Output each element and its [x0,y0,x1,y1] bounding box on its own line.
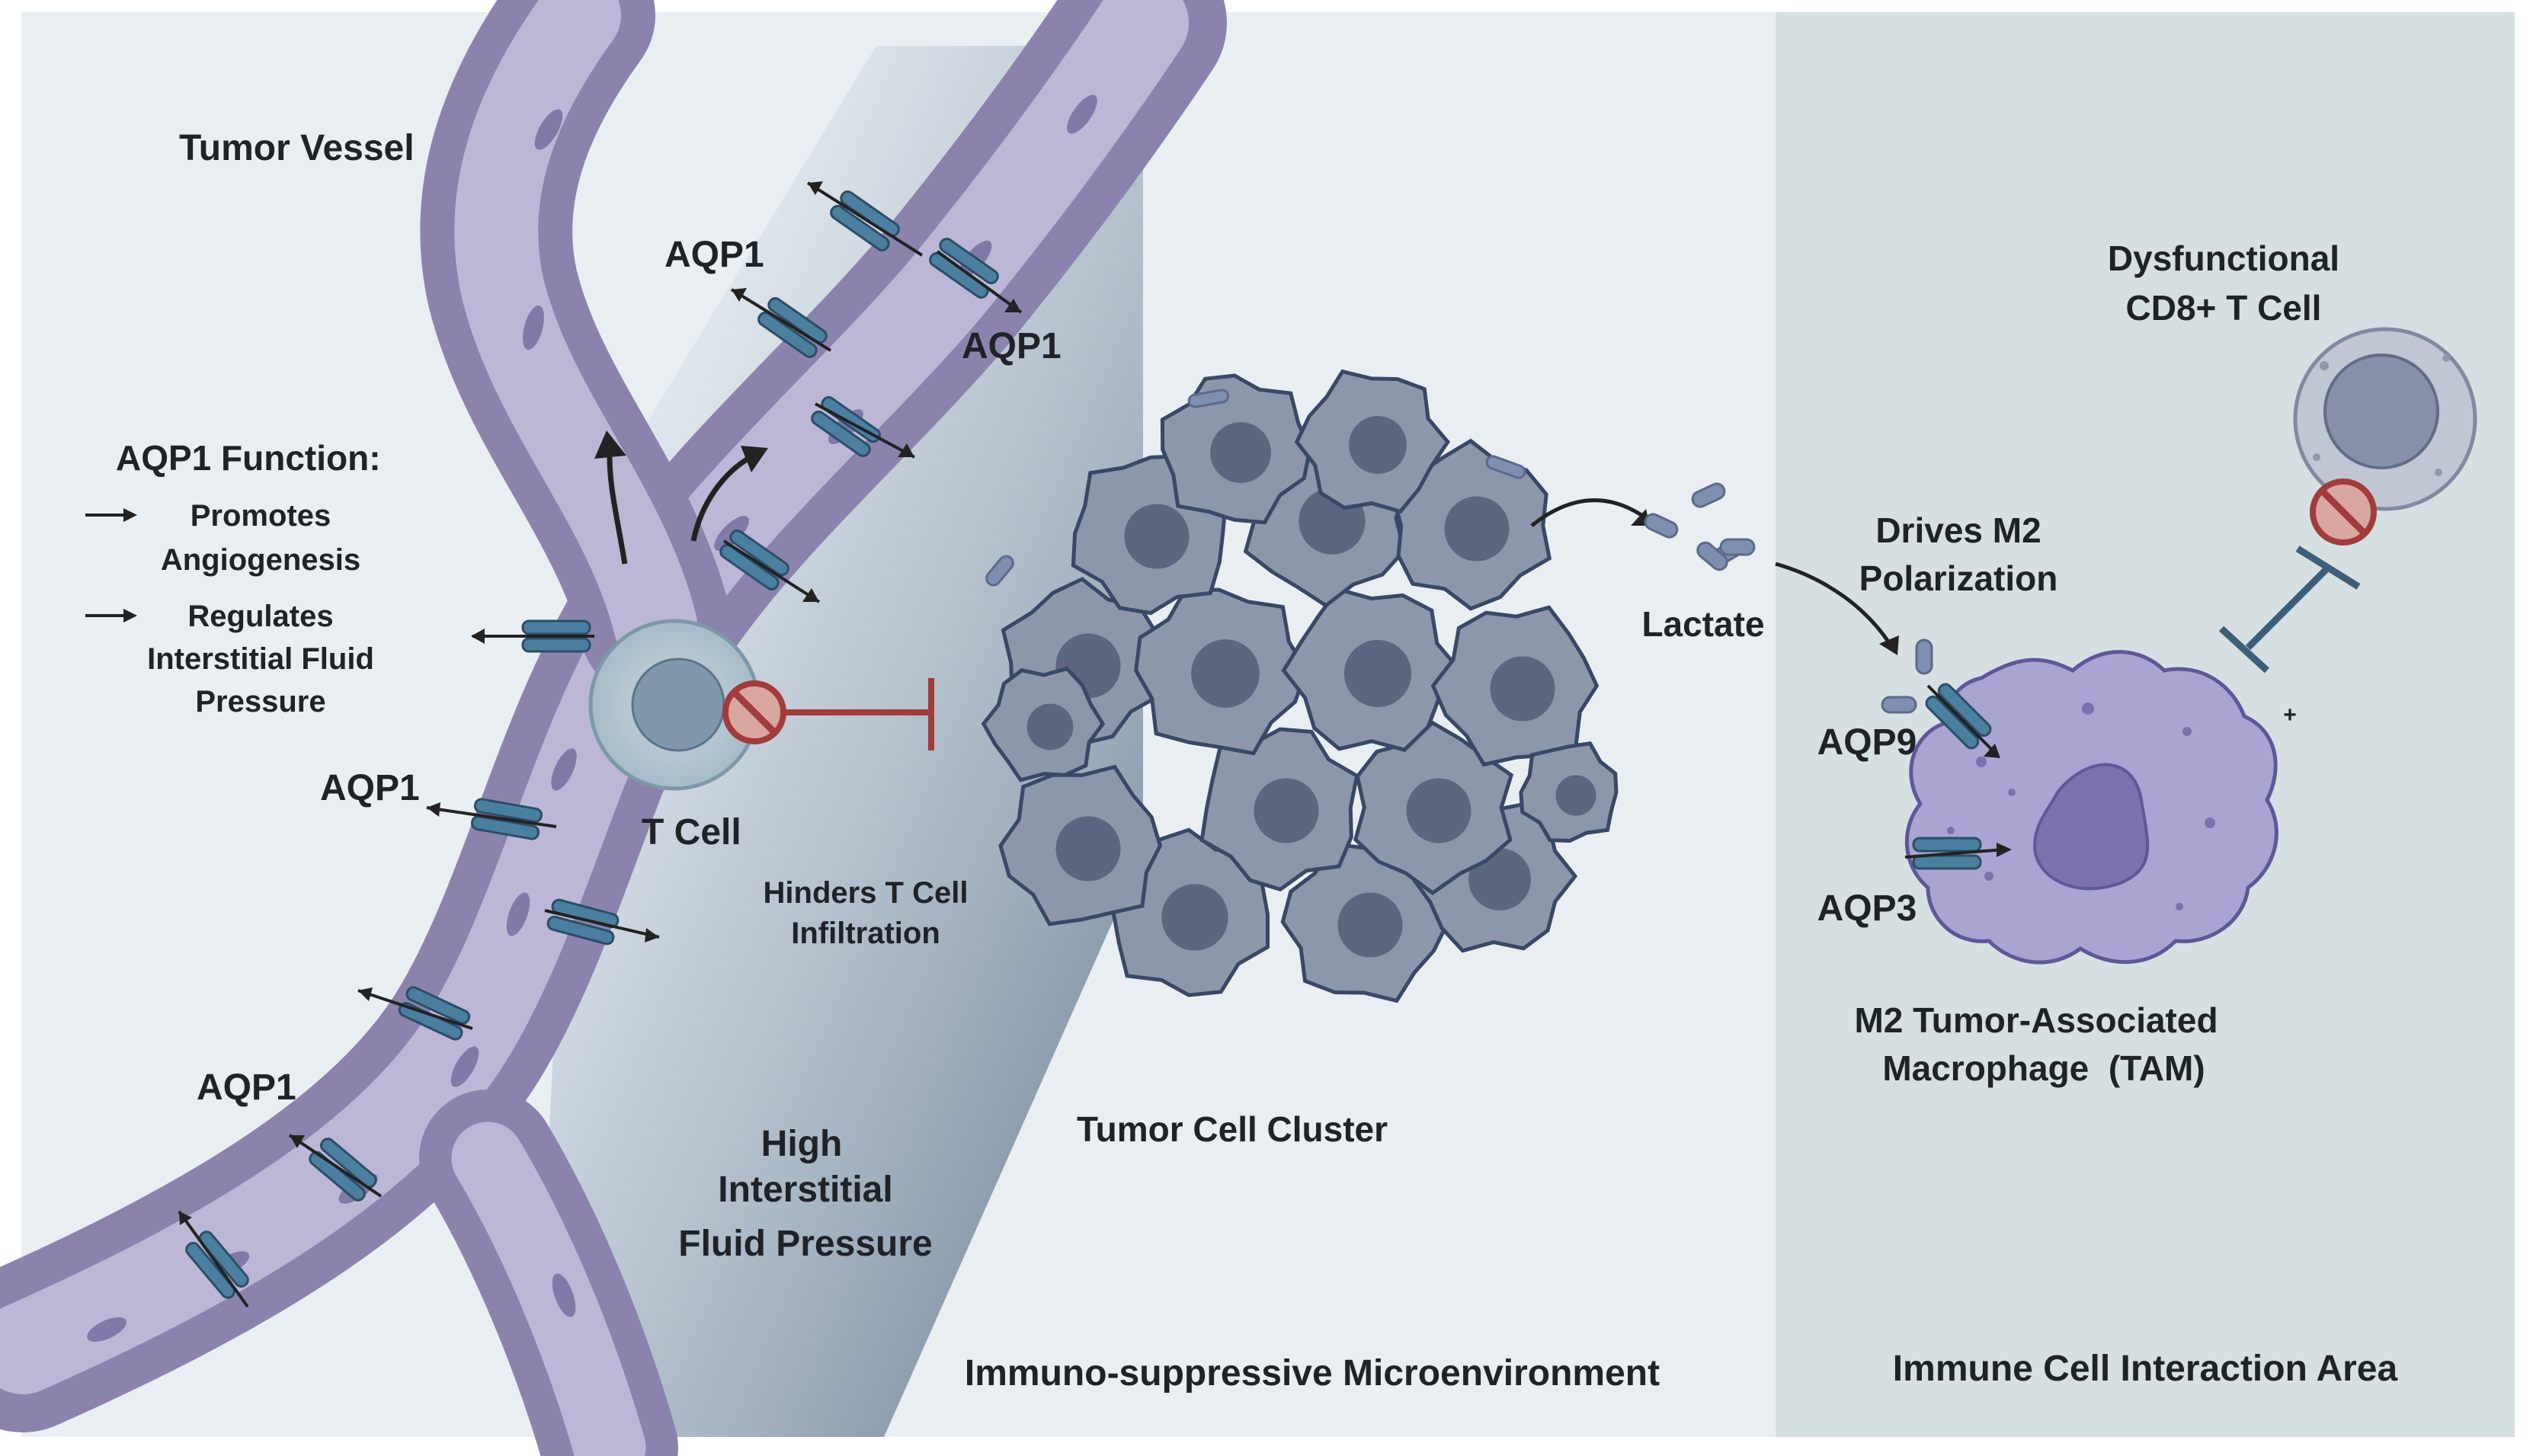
tumor-cell-nucleus [1490,656,1555,722]
tam-inhibition-bar-bottom [2218,626,2270,674]
tam-label-2: Macrophage (TAM) [1882,1048,2205,1088]
cd8-t-cell [2293,327,2477,511]
m2-macrophage [1904,650,2278,965]
tumor-cell-nucleus [1349,416,1407,474]
tam-inhibition-line [2245,565,2331,651]
t-cell-label: T Cell [642,812,741,853]
aqp3-label: AQP3 [1817,888,1917,929]
high-ifp-label-2: Interstitial [718,1170,892,1210]
tumor-cell-nucleus [1124,504,1190,569]
tumor-cell-nucleus [1406,778,1471,843]
drives-label-1: Drives M2 [1875,510,2041,550]
cd8-label-1: Dysfunctional [2108,238,2339,278]
legend-arrowhead [123,609,137,622]
angiogenesis-arrowhead [594,430,626,459]
tumor-cell-nucleus [1254,778,1319,843]
aqp1-function-title: AQP1 Function: [116,438,381,478]
tumor-cluster-label: Tumor Cell Cluster [1077,1109,1388,1149]
tumor-cell-nucleus [1343,639,1412,708]
legend-arrowhead [123,508,137,522]
tumor-cell-nucleus [1337,892,1403,958]
high-ifp-label-1: High [761,1124,843,1164]
hinders-label-2: Infiltration [791,917,940,950]
drives-label-2: Polarization [1859,558,2058,598]
cd8-inhibit-icon [2310,478,2377,546]
tumor-cell-nucleus [1444,496,1510,562]
aqp3-channel [1904,837,2012,870]
angiogenesis-arrowhead [741,446,768,472]
promotes-label-2: Angiogenesis [161,543,360,577]
regulates-label-2: Interstitial Fluid [147,642,374,676]
hinders-label-1: Hinders T Cell [764,876,969,910]
aqp1-label-top: AQP1 [664,235,764,275]
angiogenesis-arrow [607,456,628,565]
interstitial-pressure-zone [549,46,1143,1437]
aqp1-label-right: AQP1 [962,326,1062,366]
tumor-cell-nucleus [1055,816,1121,882]
regulates-label-1: Regulates [187,600,333,633]
lactate-arrow [1530,498,1648,527]
tumor-cell-nucleus [1191,639,1260,708]
aqp1-label-middle: AQP1 [320,768,420,808]
regulates-label-3: Pressure [195,685,325,718]
cd8-label-2: CD8+ T Cell [2126,288,2322,328]
inhibit-icon [722,680,786,744]
polarization-arrowhead [1879,635,1899,655]
lactate-molecules [985,389,1933,714]
aqp1-label-bottom: AQP1 [197,1067,296,1108]
immune-area-label: Immune Cell Interaction Area [1893,1349,2398,1389]
tumor-cell-nucleus [1210,422,1271,483]
tam-inhibition-bar-top [2295,546,2361,590]
angiogenesis-arrow [690,454,752,542]
immuno-env-label: Immuno-suppressive Microenvironment [965,1353,1660,1394]
aqp9-label: AQP9 [1817,722,1917,763]
plus-sign: + [2283,702,2297,728]
promotes-label-1: Promotes [191,499,331,533]
aqp1-channels [178,181,1023,1308]
tumor-cell-nucleus [1161,884,1228,951]
polarization-arrow [1775,562,1892,645]
aqp9-channel [1923,680,2000,758]
tumor-cell-nucleus [1026,703,1074,750]
t-cell [588,619,761,791]
tumor-vessel-label: Tumor Vessel [179,128,415,168]
high-ifp-label-3: Fluid Pressure [678,1224,932,1264]
lactate-label: Lactate [1641,604,1764,644]
tumor-cell-nucleus [1555,775,1596,816]
tam-label-1: M2 Tumor-Associated [1854,1000,2218,1040]
